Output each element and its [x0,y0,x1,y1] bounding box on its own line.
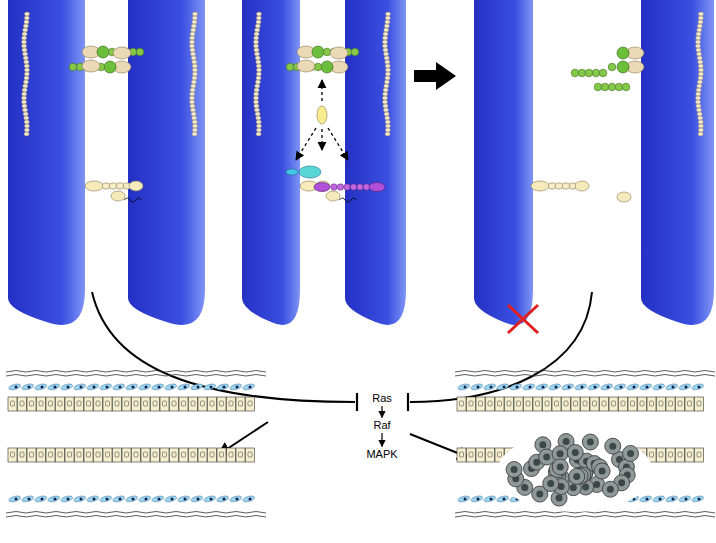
red-cross [508,305,538,333]
protein-name: MAPK [366,448,397,461]
cyan-protein [286,169,298,175]
inhibition-line [410,292,592,402]
tissue [6,371,266,518]
pathway-label: Raf [370,418,393,433]
dotted-arrow [321,80,322,101]
signal-molecule [317,106,327,124]
cadherin-head [312,46,324,58]
dotted-arrow [328,128,348,160]
protein-name: Ras [372,392,392,405]
actin-filament [21,12,29,136]
actin-filament [695,12,703,136]
inhibition-line [92,292,355,402]
inhibition-bar [407,393,409,411]
purple-protein [314,183,385,192]
cell-body [8,0,85,325]
nectin [85,181,143,191]
dotted-arrow [296,128,316,160]
nectin [531,181,589,191]
cadherin-head [97,46,109,58]
afadin [617,192,631,202]
cell-body [242,0,300,325]
cadherin [608,63,616,71]
pathway-label: Ras [369,391,395,406]
actin-filament [382,12,390,136]
protein-name: Raf [373,419,390,432]
linker [339,198,356,202]
cell-body [474,0,533,325]
actin-filament [253,12,261,136]
cadherin [594,83,630,91]
cell-body [345,0,406,325]
catenin [297,60,315,72]
catenin [330,47,348,59]
actin-filament [189,12,197,136]
cyan-protein [299,166,321,178]
afadin [111,191,125,201]
pathway-arrow [381,433,382,447]
dotted-arrow [321,129,322,150]
catenin [82,60,100,72]
catenin [113,47,131,59]
cadherin-head [321,61,333,73]
cadherin-head [617,47,629,59]
pathway-arrow [381,406,382,418]
tissue [455,371,715,518]
cadherin-head [104,61,116,73]
cadherin [571,69,607,77]
nectin [300,181,330,191]
cell-body [641,0,714,325]
inhibition-bar [356,393,358,411]
afadin [326,191,340,201]
cadherin-head [617,61,629,73]
block-arrow [414,62,456,90]
linker [124,198,141,202]
cell-body [128,0,205,325]
pathway-label: MAPK [363,447,400,462]
